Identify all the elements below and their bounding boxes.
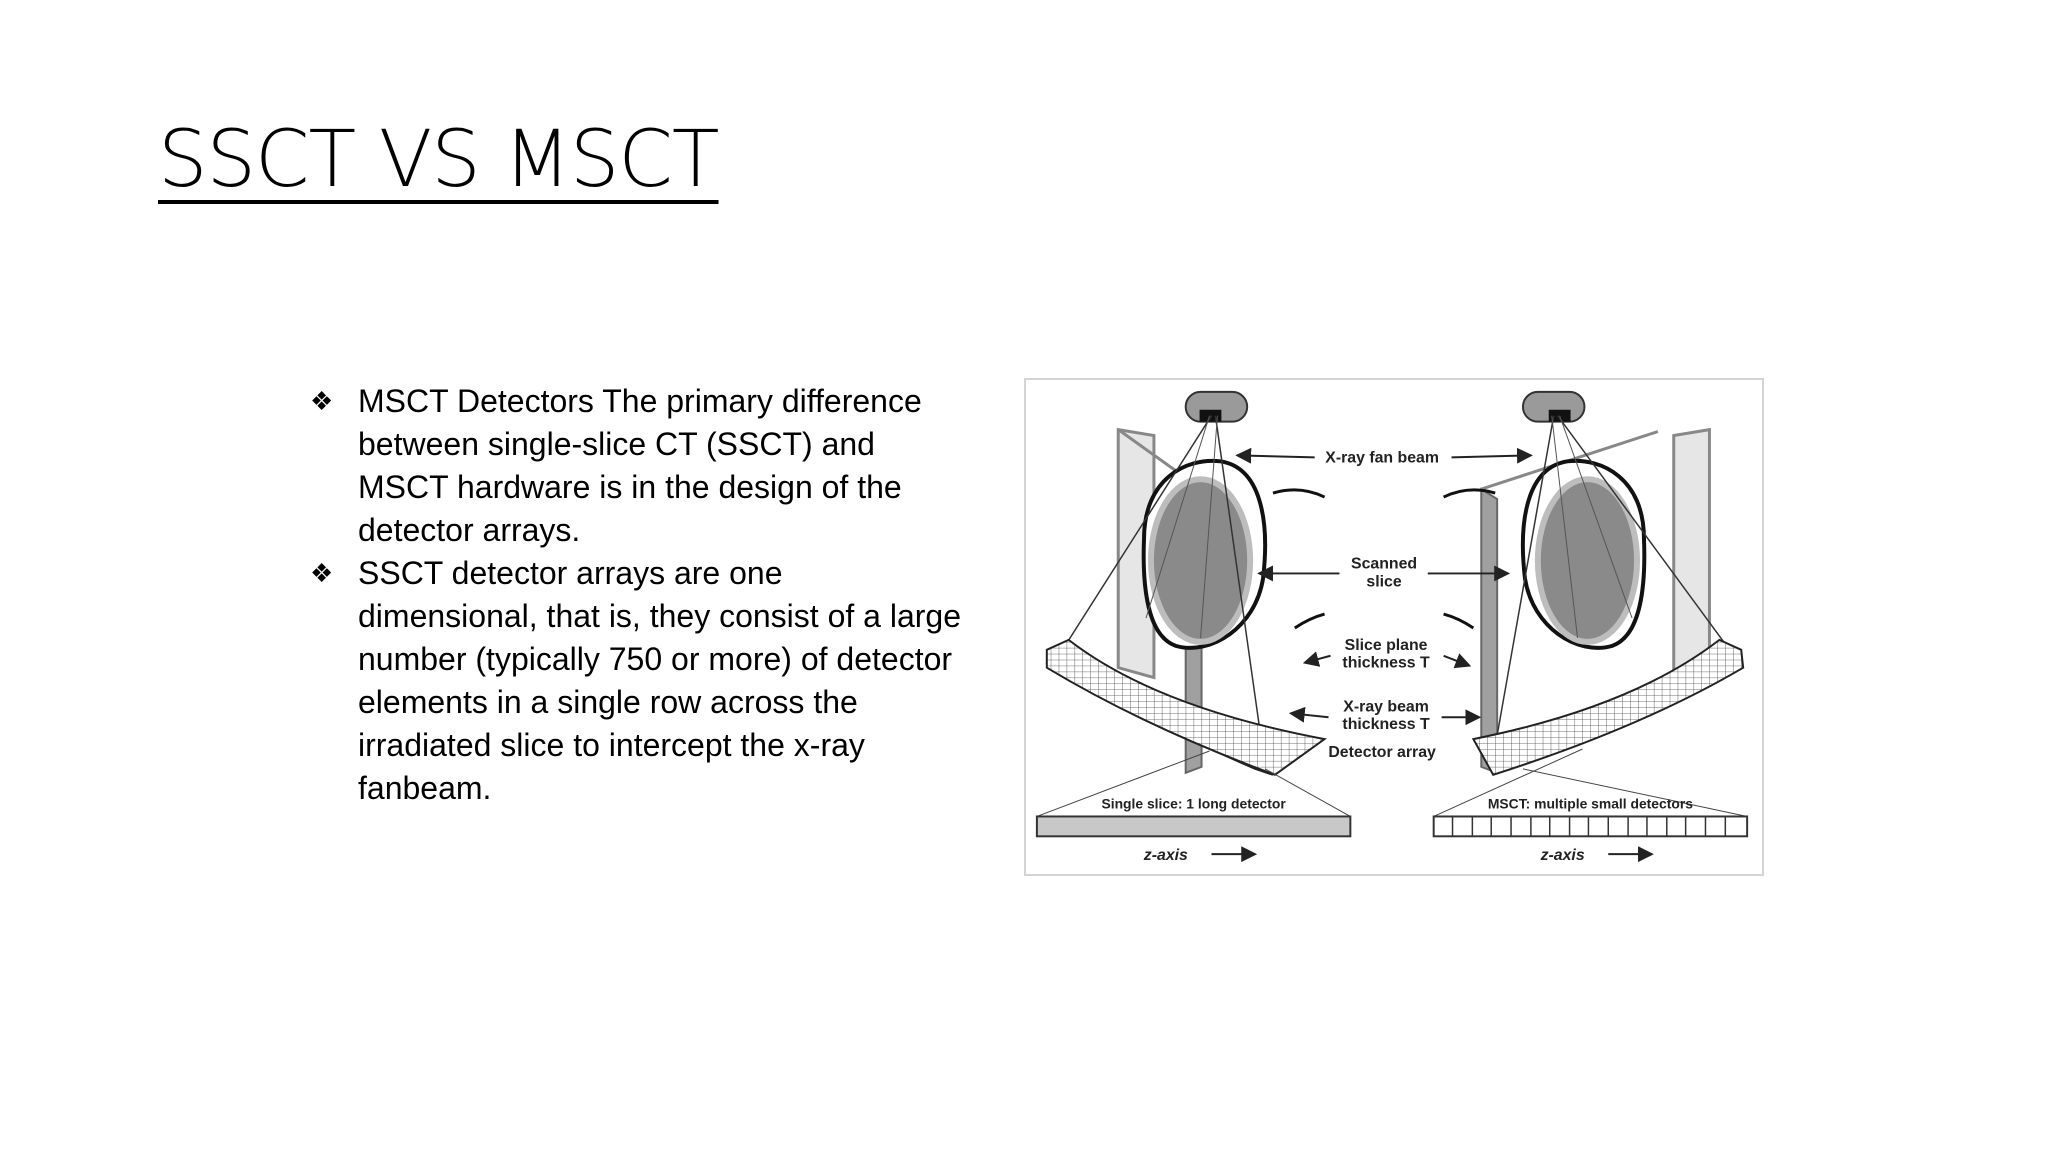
label-xray-fan-beam: X-ray fan beam — [1325, 449, 1439, 466]
label-scanned-slice-1: Scanned — [1351, 555, 1417, 572]
bullet-item: ❖ SSCT detector arrays are one dimension… — [310, 552, 970, 810]
diagram-svg: X-ray fan beam Scanned slice Slice plane… — [1035, 390, 1749, 864]
bullet-text: SSCT detector arrays are one dimensional… — [358, 555, 961, 806]
diamond-bullet-icon: ❖ — [310, 386, 334, 416]
label-beam-thickness-2: thickness T — [1342, 716, 1430, 733]
label-detector-array: Detector array — [1328, 744, 1436, 761]
label-scanned-slice-2: slice — [1366, 573, 1401, 590]
ssct-illustration — [1035, 390, 1352, 838]
slide-title: SSCT VS MSCT — [158, 115, 720, 205]
single-long-detector — [1035, 815, 1352, 838]
multiple-small-detectors — [1432, 815, 1749, 838]
label-slice-plane-1: Slice plane — [1345, 637, 1428, 654]
diamond-bullet-icon: ❖ — [310, 558, 334, 588]
label-beam-thickness-1: X-ray beam — [1343, 698, 1429, 715]
center-annotations — [1235, 447, 1533, 726]
bullet-list: ❖ MSCT Detectors The primary difference … — [310, 380, 970, 810]
label-slice-plane-2: thickness T — [1342, 655, 1430, 672]
z-axis-left: z-axis — [1143, 846, 1258, 864]
label-msct: MSCT: multiple small detectors — [1488, 796, 1693, 812]
bullet-item: ❖ MSCT Detectors The primary difference … — [310, 380, 970, 552]
ct-detector-diagram: X-ray fan beam Scanned slice Slice plane… — [1024, 378, 1764, 876]
label-single-slice: Single slice: 1 long detector — [1101, 796, 1286, 812]
z-axis-label: z-axis — [1143, 847, 1188, 864]
msct-illustration — [1432, 390, 1749, 838]
z-axis-label: z-axis — [1540, 847, 1585, 864]
bullet-text: MSCT Detectors The primary difference be… — [358, 383, 922, 548]
xray-tube-icon — [1184, 390, 1249, 423]
z-axis-right: z-axis — [1540, 846, 1654, 864]
